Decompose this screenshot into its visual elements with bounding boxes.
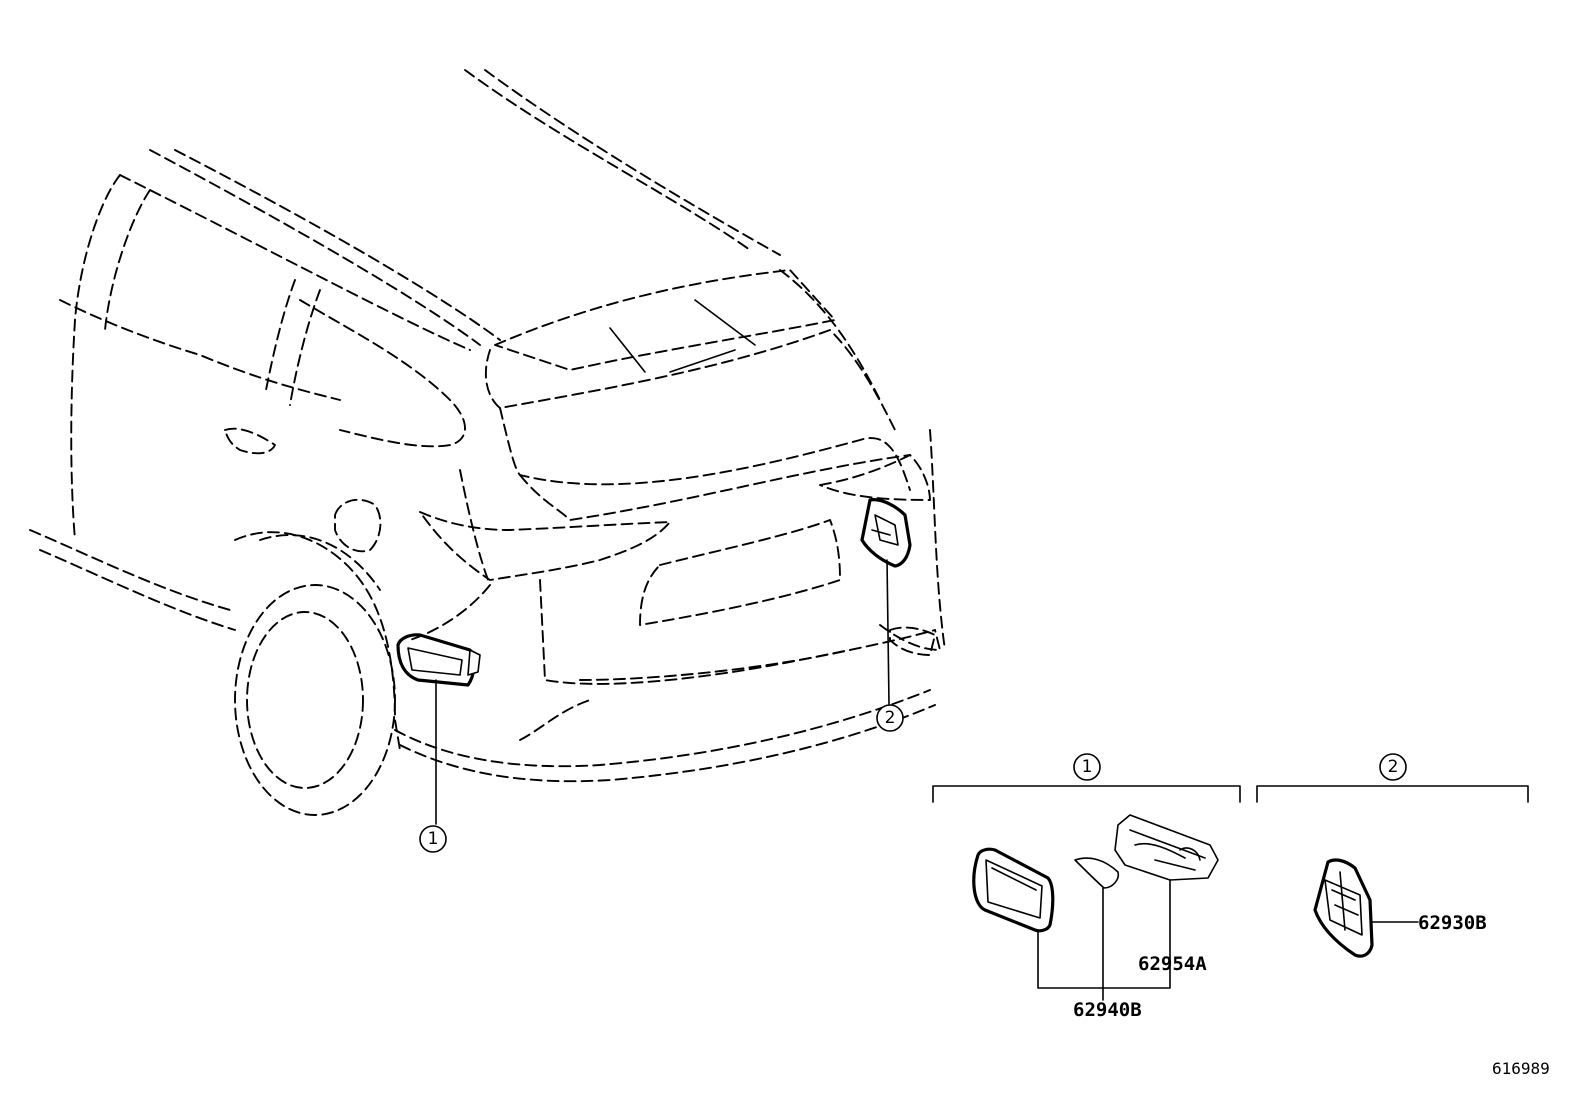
part-number-62930b: 62930B <box>1418 912 1487 934</box>
callout-2: 2 <box>876 704 904 732</box>
callout-1-label: 1 <box>428 829 439 849</box>
vehicle-outline <box>29 69 946 816</box>
diagram-code: 616989 <box>1492 1059 1550 1078</box>
group-1-bracket <box>932 785 1241 803</box>
part-62940b-lens <box>1074 857 1120 889</box>
group-2-label: 2 <box>1388 757 1399 777</box>
group-1-label: 1 <box>1082 757 1093 777</box>
part-number-62940b: 62940B <box>1073 999 1142 1021</box>
leader-62940b-62954a <box>1037 879 1171 989</box>
part-number-62954a: 62954A <box>1138 953 1207 975</box>
installed-part-2 <box>860 498 912 568</box>
part-62954a-housing <box>1114 814 1219 881</box>
group-1-detail: 1 62954A 62940B <box>932 753 1241 1021</box>
installed-part-1 <box>396 633 481 687</box>
part-62940b-bezel <box>972 847 1055 933</box>
callout-2-label: 2 <box>885 708 896 728</box>
leader-line-2 <box>886 559 890 705</box>
group-2-bracket <box>1256 785 1529 803</box>
group-2-detail: 2 62930B <box>1256 753 1529 958</box>
part-62930b-socket <box>1313 858 1374 958</box>
callout-1: 1 <box>419 825 447 853</box>
